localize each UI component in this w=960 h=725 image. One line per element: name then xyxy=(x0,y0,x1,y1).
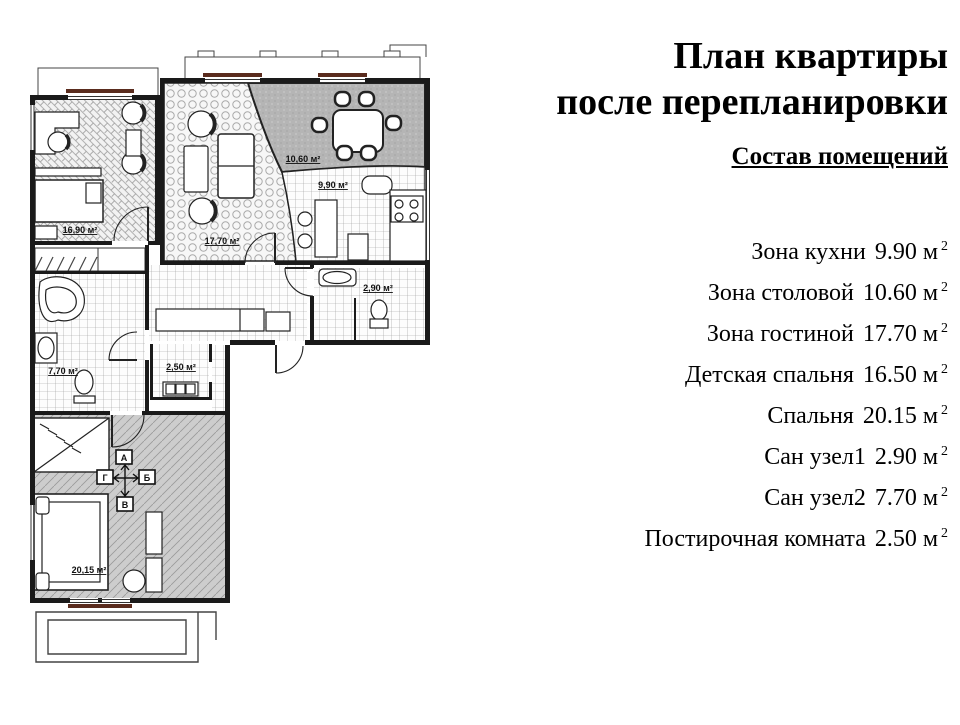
room-area: 17.70 м xyxy=(862,321,939,348)
room-area-sup: 2 xyxy=(941,403,948,419)
room-name: Спальня xyxy=(767,403,854,430)
children-chairs xyxy=(121,101,147,175)
washing-machine xyxy=(162,381,199,397)
info-panel: План квартиры после перепланировки Соста… xyxy=(452,34,948,557)
bath1-fixtures xyxy=(318,268,389,329)
room-name: Постирочная комната xyxy=(644,526,866,553)
measure-markers: А Б В Г xyxy=(96,449,156,512)
room-area: 2.90 м xyxy=(874,444,939,471)
area-label-bath1: 2,90 м² xyxy=(363,283,393,293)
room-name: Сан узел1 xyxy=(764,444,866,471)
room-area: 9.90 м xyxy=(874,239,939,266)
bedroom-bed xyxy=(33,493,109,591)
room-area: 20.15 м xyxy=(862,403,939,430)
hall-wardrobe xyxy=(155,308,291,332)
kitchen-fixtures xyxy=(297,175,427,262)
room-area: 16.50 м xyxy=(862,362,939,389)
room-area-sup: 2 xyxy=(941,526,948,542)
room-name: Зона гостиной xyxy=(706,321,854,348)
area-labels: 16,90 м² 17,70 м² 10,60 м² 9,90 м² 2,90 … xyxy=(48,154,393,575)
area-label-children: 16,90 м² xyxy=(63,225,98,235)
doors xyxy=(108,206,314,448)
room-area-sup: 2 xyxy=(941,444,948,460)
room-area: 2.50 м xyxy=(874,526,939,553)
room-name: Зона столовой xyxy=(707,280,854,307)
bedroom-wardrobe xyxy=(33,417,110,473)
bedroom-cabinets xyxy=(122,511,163,593)
room-area-sup: 2 xyxy=(941,362,948,378)
room-name: Детская спальня xyxy=(684,362,854,389)
floor-plan: А Б В Г xyxy=(0,0,460,725)
windows-and-balconies xyxy=(30,44,430,663)
dining-table xyxy=(310,90,403,162)
room-name: Сан узел2 xyxy=(764,485,866,512)
room-area-sup: 2 xyxy=(941,239,948,255)
room-area-sup: 2 xyxy=(941,485,948,501)
area-label-kitchen: 9,90 м² xyxy=(318,180,348,190)
bath2-fixtures xyxy=(34,276,96,404)
room-area: 7.70 м xyxy=(874,485,939,512)
area-label-laundry: 2,50 м² xyxy=(166,362,196,372)
hall-closet-strip xyxy=(34,247,146,272)
window-sills xyxy=(66,73,367,608)
page-title-line2: после перепланировки xyxy=(556,80,948,123)
marker-a: А xyxy=(121,453,128,463)
marker-b: Б xyxy=(144,473,151,483)
living-sofa xyxy=(183,133,255,199)
room-area-sup: 2 xyxy=(941,280,948,296)
room-area: 10.60 м xyxy=(862,280,939,307)
rooms-subtitle: Состав помещений xyxy=(731,143,948,171)
children-bed xyxy=(34,167,104,240)
marker-g: Г xyxy=(102,473,107,483)
page-title-line1: План квартиры xyxy=(673,35,948,77)
area-label-bedroom: 20,15 м² xyxy=(72,565,107,575)
area-label-bath2: 7,70 м² xyxy=(48,366,78,376)
room-name: Зона кухни xyxy=(751,239,866,266)
marker-v: В xyxy=(122,500,129,510)
room-area-sup: 2 xyxy=(941,321,948,337)
area-label-dining: 10,60 м² xyxy=(286,154,321,164)
living-armchairs xyxy=(187,110,218,225)
area-label-living: 17,70 м² xyxy=(205,236,240,246)
walls xyxy=(30,78,430,603)
floor-plan-svg: А Б В Г xyxy=(30,44,430,663)
